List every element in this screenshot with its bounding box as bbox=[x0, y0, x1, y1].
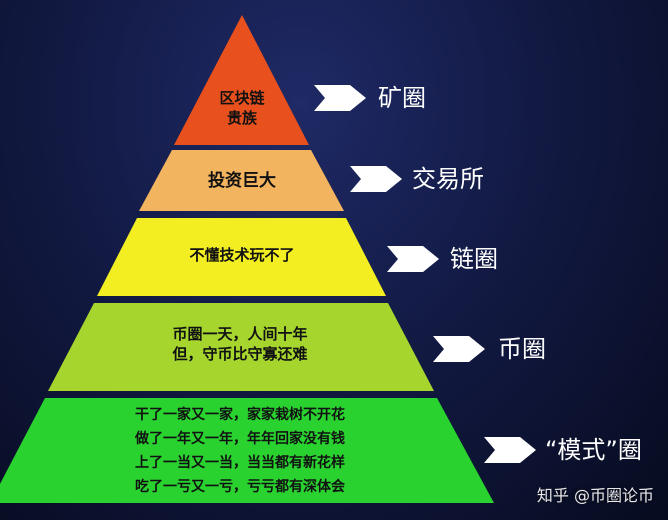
tier-2-shape bbox=[139, 150, 344, 211]
side-label-mode: “模式”圈 bbox=[545, 436, 642, 464]
tier-1-shape bbox=[174, 15, 309, 145]
arrow-icon bbox=[314, 85, 366, 111]
side-label-chain: 链圈 bbox=[450, 245, 498, 273]
tier-3-label: 不懂技术玩不了 bbox=[189, 246, 295, 264]
arrow-icon bbox=[484, 437, 536, 463]
tier-4-shape bbox=[48, 303, 434, 391]
watermark: 知乎 @币圈论币 bbox=[536, 486, 654, 505]
tier-1-label: 区块链 贵族 bbox=[219, 89, 265, 128]
tier-5-shape bbox=[0, 398, 494, 503]
tier-5-label: 干了一家又一家，家家栽树不开花 做了一年又一年，年年回家没有钱 上了一当又一当，… bbox=[135, 407, 345, 495]
side-label-exchange: 交易所 bbox=[412, 165, 484, 193]
tier-3-shape bbox=[97, 218, 386, 296]
side-label-coin: 币圈 bbox=[498, 335, 546, 363]
arrow-icon bbox=[433, 336, 485, 362]
side-label-mining: 矿圈 bbox=[378, 84, 426, 112]
arrow-icon bbox=[350, 166, 402, 192]
arrow-icon bbox=[387, 246, 439, 272]
tier-2-label: 投资巨大 bbox=[208, 171, 276, 191]
tier-4-label: 币圈一天，人间十年 但，守币比守寡还难 bbox=[172, 325, 308, 364]
